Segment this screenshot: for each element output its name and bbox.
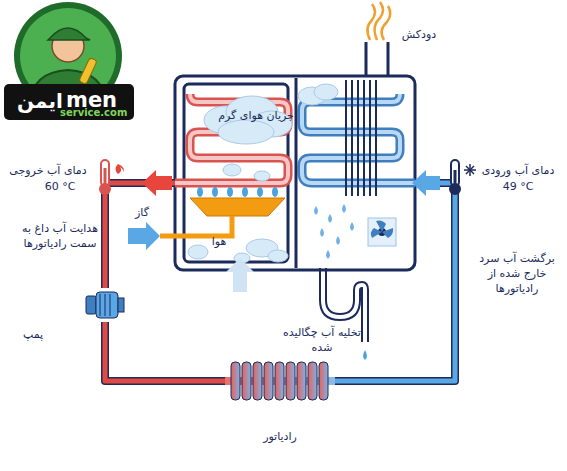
logo-text: ایمن <box>12 88 68 115</box>
boiler-housing: جریان هوای گرم هوا <box>175 75 415 270</box>
pipe-outline <box>105 322 225 381</box>
condensate-label: تخلیه آب چگالیده شده <box>282 326 362 356</box>
air-label: هوا <box>197 235 241 250</box>
pump-label: پمپ <box>12 328 54 343</box>
outlet-temp-label: دمای آب خروجی <box>2 164 94 179</box>
water-pipe <box>105 322 225 381</box>
pipe-outline <box>335 183 455 381</box>
return-water-note: برگشت آب سرد خارج شده از رادیاتورها <box>470 252 564 297</box>
inlet-temp-label: دمای آب ورودی <box>472 164 564 179</box>
radiator-symbol: رادیاتور <box>225 360 335 402</box>
pipe-outline <box>105 183 175 288</box>
logo-url: service.com <box>60 106 132 120</box>
water-pipe <box>335 183 455 381</box>
radiator-label: رادیاتور <box>230 430 330 445</box>
gas-label: گاز <box>124 206 160 221</box>
hot-water-note: هدایت آب داغ به سمت رادیاتورها <box>22 222 98 252</box>
inlet-temp-value: 49 °C <box>488 180 548 195</box>
chimney-label: دودکش <box>392 28 446 43</box>
water-pipe <box>105 183 175 288</box>
hot-air-label: جریان هوای گرم <box>217 109 295 124</box>
outlet-temp-value: 60 °C <box>30 180 90 195</box>
pump-symbol: پمپ <box>84 288 126 322</box>
